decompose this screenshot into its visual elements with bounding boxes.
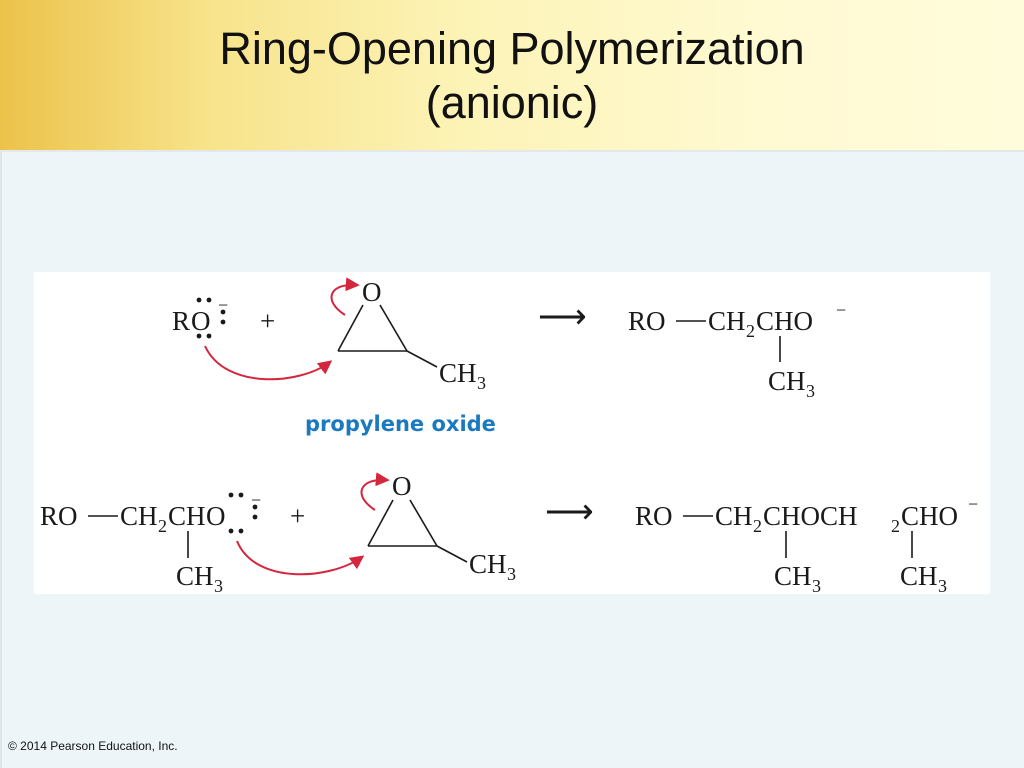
step2-reactant-charge: − xyxy=(251,490,261,510)
propylene-oxide-label: propylene oxide xyxy=(305,412,496,436)
title-line-1: Ring-Opening Polymerization xyxy=(219,23,805,74)
title-band: Ring-Opening Polymerization (anionic) xyxy=(0,0,1024,152)
step2-product-ch-b-sub: 2 xyxy=(891,516,900,536)
lone-pair-dot xyxy=(238,492,244,498)
step1-branch-sub: 3 xyxy=(806,381,815,401)
lone-pair-dot xyxy=(228,492,234,498)
step1-product-ro: RO xyxy=(628,306,666,336)
step1-product-ch: CH xyxy=(708,306,746,336)
step2-product-ro: RO xyxy=(635,501,673,531)
lone-pair-dot xyxy=(220,309,226,315)
curved-arrow-attack xyxy=(204,345,333,381)
copyright-notice: © 2014 Pearson Education, Inc. xyxy=(8,739,178,753)
step2-branch1-ch: CH xyxy=(774,561,812,591)
epoxide-bond xyxy=(379,304,408,352)
step1-product-charge: − xyxy=(836,300,846,320)
step1-product-ch-sub: 2 xyxy=(746,321,755,341)
step1-epoxide: O CH 3 xyxy=(330,277,486,393)
step2-reactant-o: O xyxy=(206,501,226,531)
step2-product-charge: − xyxy=(968,494,978,514)
epoxide-bond xyxy=(367,499,394,547)
curved-arrow-ring xyxy=(330,277,360,316)
step2-product-ch-a: CH xyxy=(715,501,753,531)
lone-pair-dot xyxy=(196,297,202,303)
step2-reactant-ch-sub: 2 xyxy=(158,516,167,536)
lone-pair-dot xyxy=(220,319,226,325)
step1-plus: + xyxy=(260,306,275,336)
step2-epoxide-o: O xyxy=(392,471,412,501)
step1-charge: − xyxy=(218,295,228,315)
slide-title: Ring-Opening Polymerization (anionic) xyxy=(0,22,1024,130)
step2-reactant-ch: CH xyxy=(120,501,158,531)
lone-pair-dot xyxy=(196,333,202,339)
step2-reactant-ch-b: CH xyxy=(168,501,206,531)
step2-product: RO CH 2 CHOCH 2 CHO − CH 3 CH 3 xyxy=(635,494,978,596)
step2-product-ch-a-sub: 2 xyxy=(753,516,762,536)
step2-product-cho: CHO xyxy=(901,501,958,531)
step1-product-cho: CHO xyxy=(756,306,813,336)
lone-pair-dot xyxy=(238,528,244,534)
curved-arrow-ring xyxy=(360,472,390,511)
step2-branch1-sub: 3 xyxy=(812,576,821,596)
step2-product-ch-b: CHOCH xyxy=(763,501,858,531)
epoxide-bond xyxy=(337,304,364,352)
step1-branch-ch: CH xyxy=(768,366,806,396)
step1-product: RO CH 2 CHO − CH 3 xyxy=(628,300,846,401)
step2-branch2-sub: 3 xyxy=(938,576,947,596)
step1-arrow: ⟶ xyxy=(538,299,587,336)
step2-reactant-ro: RO xyxy=(40,501,78,531)
step1-epoxide-ch: CH xyxy=(439,358,477,388)
curved-arrow-attack xyxy=(236,540,365,576)
lone-pair-dot xyxy=(252,504,258,510)
step2-plus: + xyxy=(290,501,305,531)
step1-o: O xyxy=(191,306,211,336)
methyl-bond xyxy=(436,545,468,563)
step2-reactant-branch-sub: 3 xyxy=(214,576,223,596)
step1-nucleophile: R O − xyxy=(172,295,228,339)
lone-pair-dot xyxy=(228,528,234,534)
step2-epoxide-ch: CH xyxy=(469,549,507,579)
step2-epoxide-sub: 3 xyxy=(507,564,516,584)
title-line-2: (anionic) xyxy=(425,77,599,128)
lone-pair-dot xyxy=(206,333,212,339)
step2-reactant-branch-ch: CH xyxy=(176,561,214,591)
step2-epoxide: O CH 3 xyxy=(360,471,516,584)
epoxide-bond xyxy=(409,499,438,547)
step1-r: R xyxy=(172,306,190,336)
reaction-panel xyxy=(34,272,990,594)
step2-reactant: RO CH 2 CH O − CH 3 xyxy=(40,490,261,596)
left-frame-line xyxy=(0,152,2,768)
step1-epoxide-sub: 3 xyxy=(477,373,486,393)
step2-arrow: ⟶ xyxy=(545,494,594,531)
lone-pair-dot xyxy=(206,297,212,303)
step2-branch2-ch: CH xyxy=(900,561,938,591)
methyl-bond xyxy=(406,350,438,368)
lone-pair-dot xyxy=(252,514,258,520)
step1-epoxide-o: O xyxy=(362,277,382,307)
